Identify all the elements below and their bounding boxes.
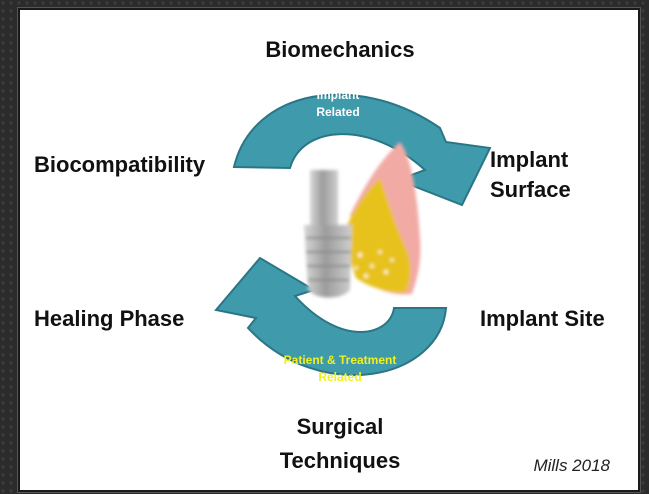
diagram-canvas: Implant Related Patient & Treatment Rela… [214,88,492,384]
bottom-cycle-arrow [214,256,448,377]
implant-illustration [304,142,421,298]
label-implant-surface-line2: Surface [490,177,571,202]
label-implant-surface-line1: Implant [490,147,569,172]
top-arrow-label-line1: Implant [317,88,360,102]
label-surgical-line2: Techniques [279,448,401,473]
bone-tissue [342,178,411,293]
diagram-frame: Implant Related Patient & Treatment Rela… [18,8,640,492]
bottom-arrow-label-line2: Related [318,370,361,384]
top-cycle-arrow [232,93,492,207]
top-arrow-shape [232,93,492,207]
bottom-arrow-label-line1: Patient & Treatment [284,353,397,367]
implant-threads [306,237,351,281]
label-implant-site: Implant Site [480,306,605,331]
label-healing-phase: Healing Phase [34,306,185,331]
bone-pores [354,250,394,278]
citation: Mills 2018 [533,456,610,475]
bottom-arrow-shape [214,256,448,377]
label-surgical-techniques: Surgical Techniques [250,410,430,478]
top-arrow-label-line2: Related [316,105,359,119]
implant-abutment [310,170,338,225]
label-implant-surface: Implant Surface [490,145,571,205]
label-surgical-line1: Surgical [296,414,384,439]
label-biomechanics: Biomechanics [265,37,415,62]
label-biocompatibility: Biocompatibility [34,152,206,177]
implant-body [304,225,352,298]
